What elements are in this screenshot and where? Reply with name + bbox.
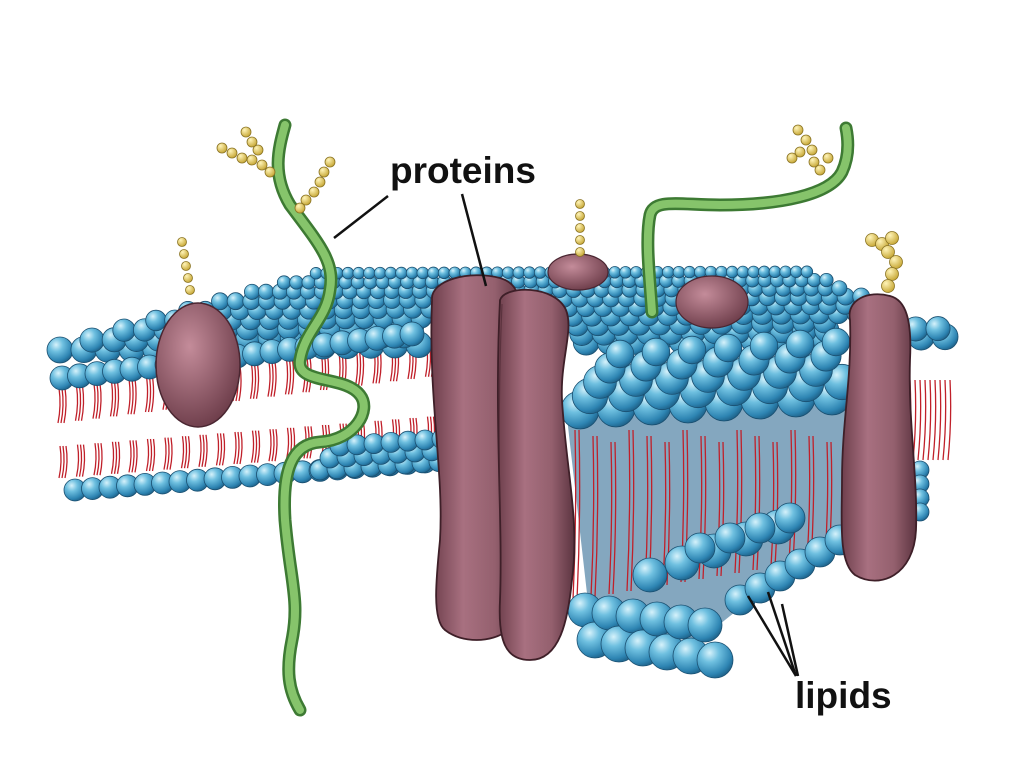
- phospholipid-head-icon: [696, 641, 734, 679]
- phospholipid-head-icon: [819, 272, 834, 288]
- phospholipid-head-icon: [641, 337, 671, 367]
- carbohydrate-chain-icon: [177, 124, 903, 295]
- peripheral-protein-icon: [155, 302, 241, 428]
- lower-leaflet-heads: [63, 427, 930, 522]
- phospholipid-head-icon: [713, 333, 743, 363]
- peripheral-protein-icon: [675, 275, 749, 329]
- phospholipid-head-icon: [632, 557, 668, 593]
- phospholipid-head-icon: [785, 329, 815, 359]
- glycoprotein-icon: [641, 121, 855, 319]
- phospholipid-head-icon: [677, 335, 707, 365]
- phospholipid-head-icon: [427, 266, 440, 280]
- phospholipid-head-icon: [243, 283, 260, 300]
- proteins-leader-lines: [333, 193, 488, 287]
- phospholipid-head-icon: [416, 266, 429, 280]
- phospholipid-head-icon: [605, 339, 635, 369]
- phospholipid-head-icon: [112, 318, 136, 342]
- phospholipid-head-icon: [672, 265, 686, 279]
- phospholipid-head-icon: [790, 265, 803, 278]
- phospholipid-head-icon: [758, 265, 771, 279]
- phospholipid-head-icon: [399, 321, 425, 347]
- peripheral-protein-icon: [547, 253, 609, 291]
- transmembrane-protein-icon: [430, 274, 576, 661]
- glycoprotein-icon: [271, 118, 371, 717]
- phospholipid-head-icon: [774, 502, 806, 534]
- phospholipid-head-icon: [226, 292, 245, 311]
- phospholipid-head-icon: [363, 266, 376, 280]
- phospholipid-head-icon: [289, 275, 304, 290]
- phospholipid-head-icon: [46, 336, 74, 364]
- phospholipid-head-icon: [145, 309, 167, 332]
- phospholipid-head-icon: [736, 265, 750, 279]
- phospholipid-head-icon: [309, 267, 323, 280]
- phospholipid-head-icon: [714, 522, 746, 554]
- phospholipid-head-icon: [684, 532, 716, 564]
- phospholipid-head-icon: [608, 266, 622, 279]
- phospholipid-head-icon: [800, 265, 814, 278]
- phospholipid-head-icon: [373, 266, 387, 280]
- phospholipid-head-icon: [437, 266, 451, 280]
- phospholipid-head-icon: [831, 280, 848, 297]
- lipids-leader-lines: [746, 591, 800, 677]
- phospholipid-head-icon: [512, 266, 525, 279]
- phospholipid-head-icon: [395, 266, 408, 280]
- phospholipid-head-icon: [747, 265, 760, 279]
- phospholipid-head-icon: [533, 266, 547, 279]
- proteins-label: proteins: [390, 150, 536, 191]
- transmembrane-protein-icon: [840, 293, 918, 582]
- phospholipid-head-icon: [925, 316, 951, 342]
- phospholipid-head-icon: [683, 265, 696, 279]
- phospholipid-head-icon: [619, 266, 632, 279]
- phospholipid-head-icon: [257, 283, 274, 300]
- phospholipid-head-icon: [744, 512, 776, 544]
- phospholipid-head-icon: [352, 266, 365, 280]
- phospholipid-head-icon: [768, 265, 782, 279]
- phospholipid-head-icon: [79, 327, 105, 353]
- phospholipid-head-icon: [629, 266, 643, 279]
- phospholipid-head-icon: [661, 265, 675, 279]
- phospholipid-head-icon: [384, 266, 397, 280]
- phospholipid-head-icon: [726, 265, 739, 279]
- lipids-label: lipids: [795, 675, 892, 716]
- phospholipid-head-icon: [749, 331, 779, 361]
- phospholipid-head-icon: [501, 266, 515, 279]
- phospholipid-head-icon: [687, 607, 723, 643]
- phospholipid-head-icon: [821, 327, 851, 357]
- phospholipid-head-icon: [405, 266, 419, 280]
- phospholipid-head-icon: [341, 266, 355, 280]
- phospholipid-head-icon: [523, 266, 536, 279]
- phospholipid-head-icon: [779, 265, 792, 279]
- phospholipid-head-icon: [276, 275, 292, 290]
